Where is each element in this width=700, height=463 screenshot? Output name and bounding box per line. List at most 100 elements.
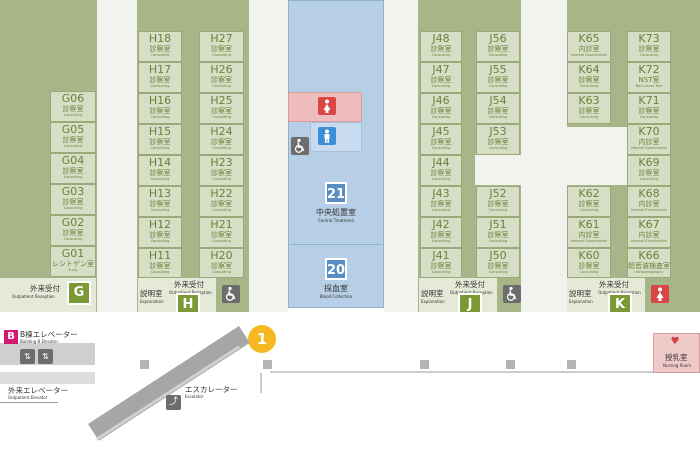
room-en: Internal Examination <box>630 208 668 212</box>
room-code: H16 <box>148 94 172 107</box>
room-en: Consulting <box>488 53 508 57</box>
room-en: Ultrasonography <box>634 270 664 274</box>
location-marker[interactable]: 1 <box>248 325 276 353</box>
room-code: K63 <box>578 94 600 107</box>
restroom-male-icon[interactable] <box>318 127 336 145</box>
accessible-restroom-icon[interactable] <box>291 137 309 155</box>
room-code: G03 <box>61 185 85 198</box>
outpatient-elevator-jp: 外来エレベーター <box>8 386 68 395</box>
room-jp: 診察室 <box>487 45 509 53</box>
room-jp: 診察室 <box>62 198 84 206</box>
room-en: Consulting <box>431 53 451 57</box>
gap-k-left <box>567 127 627 185</box>
room-code: K65 <box>578 32 600 45</box>
room-en: Consulting <box>431 239 451 243</box>
room-jp: 診察室 <box>211 231 232 239</box>
escalator-icon[interactable]: ⤴ <box>166 395 181 410</box>
room-en: Consulting <box>150 208 170 212</box>
accessible-icon-j[interactable] <box>503 285 521 303</box>
room-jp: 診察室 <box>62 167 84 175</box>
central-treatment-jp: 中央処置室 <box>316 208 356 217</box>
elevator-icon-1[interactable]: ⇅ <box>20 349 35 364</box>
room-en: Consulting <box>63 237 83 241</box>
explanation-j[interactable]: 説明室 Explanation <box>419 278 449 312</box>
accessible-icon-h[interactable] <box>222 285 240 303</box>
room-code: G06 <box>61 92 85 105</box>
explanation-h[interactable]: 説明室 Explanation <box>138 278 168 312</box>
room-code: K68 <box>638 187 660 200</box>
room-jp: 診察室 <box>62 105 84 113</box>
restroom-female-icon[interactable] <box>318 97 336 115</box>
room-jp: 診察室 <box>638 45 660 53</box>
explanation-k[interactable]: 説明室 Explanation <box>567 278 597 312</box>
elevator-icon-2[interactable]: ⇅ <box>38 349 53 364</box>
room-jp: 内診室 <box>638 138 660 146</box>
room-code: J43 <box>432 187 450 200</box>
room-code: H17 <box>148 63 172 76</box>
restroom-female-icon-k[interactable] <box>651 285 669 303</box>
room-code: G01 <box>61 247 85 260</box>
room-jp: 診察室 <box>430 262 452 270</box>
room-code: H13 <box>148 187 172 200</box>
room-jp: 診察室 <box>487 262 509 270</box>
room-jp: 診察室 <box>638 107 660 115</box>
room-en: Consulting <box>488 208 508 212</box>
room-jp: 診察室 <box>211 45 232 53</box>
room-en: Consulting <box>150 239 170 243</box>
room-en: Internal Examination <box>630 146 668 150</box>
blood-collection-number: 20 <box>325 258 347 280</box>
room-jp: 診察室 <box>430 107 452 115</box>
